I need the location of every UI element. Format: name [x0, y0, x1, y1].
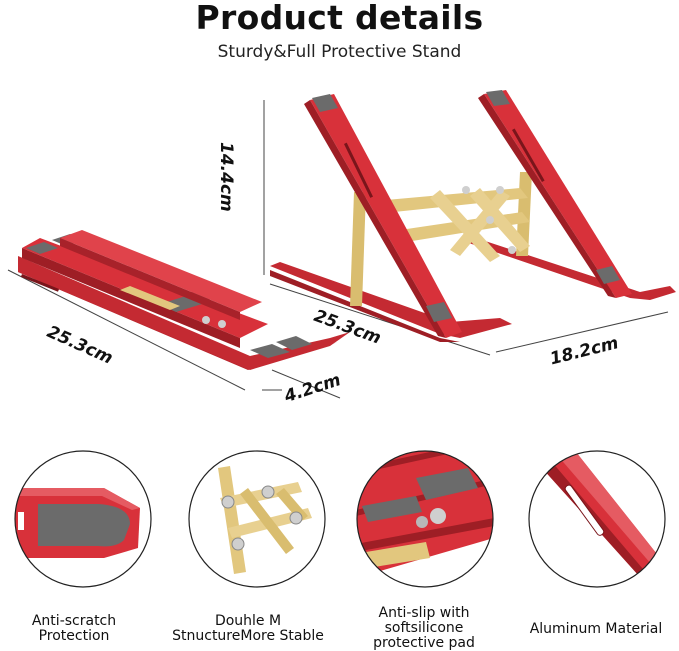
feature-circle-double-m [188, 450, 326, 588]
page-title: Product details [195, 0, 484, 37]
feature-caption-double-m: Douhle M StnuctureMore Stable [172, 613, 324, 644]
feature-circle-aluminum [528, 450, 666, 588]
feature-caption-aluminum: Aluminum Material [529, 621, 663, 637]
feature-circle-anti-scratch [14, 450, 152, 588]
page-subtitle: Sturdy&Full Protective Stand [217, 42, 462, 62]
feature-circle-anti-slip [356, 450, 494, 588]
feature-caption-anti-scratch: Anti-scratch Protection [31, 613, 117, 644]
open-stand-illustration [263, 90, 676, 356]
feature-caption-anti-slip: Anti-slip with softsilicone protective p… [373, 605, 475, 651]
open-height-label: 14.4cm [216, 142, 236, 212]
folded-stand-illustration [7, 230, 350, 399]
